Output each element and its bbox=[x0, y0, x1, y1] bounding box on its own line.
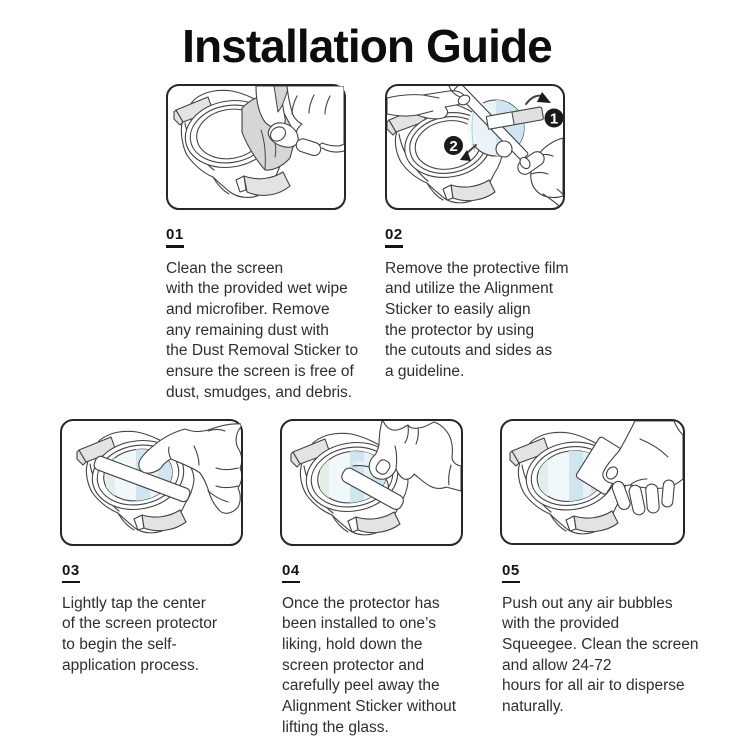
svg-text:2: 2 bbox=[449, 138, 457, 155]
svg-text:1: 1 bbox=[550, 111, 558, 128]
